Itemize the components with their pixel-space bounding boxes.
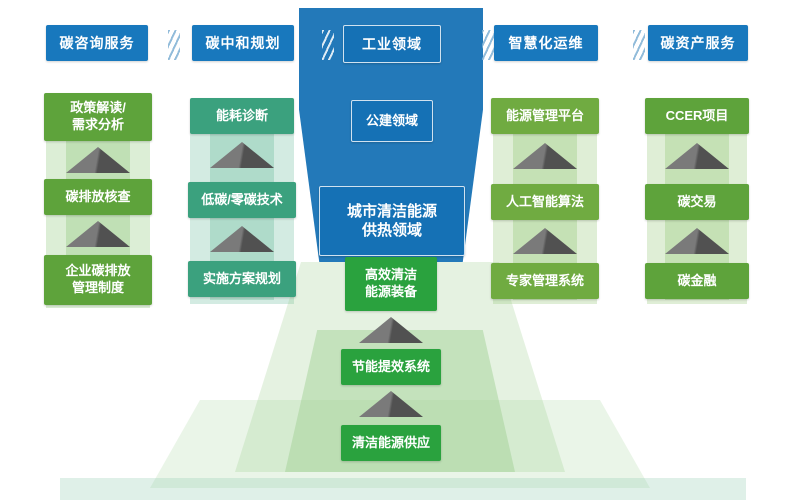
node-energy-saving-system: 节能提效系统 bbox=[341, 349, 441, 385]
node-policy-demand-analysis: 政策解读/ 需求分析 bbox=[44, 93, 152, 141]
node-clean-energy-supply: 清洁能源供应 bbox=[341, 425, 441, 461]
node-carbon-trading: 碳交易 bbox=[645, 184, 749, 220]
column-header-planning: 碳中和规划 bbox=[192, 25, 294, 61]
node-implementation-planning: 实施方案规划 bbox=[188, 261, 296, 297]
node-carbon-finance: 碳金融 bbox=[645, 263, 749, 299]
node-urban-clean-heating-domain: 城市清洁能源 供热领域 bbox=[319, 186, 465, 256]
node-public-building-domain: 公建领域 bbox=[351, 100, 433, 142]
stripes-decoration-icon bbox=[482, 30, 494, 60]
node-low-zero-carbon-tech: 低碳/零碳技术 bbox=[188, 182, 296, 218]
node-enterprise-carbon-management: 企业碳排放 管理制度 bbox=[44, 255, 152, 305]
base-band-shape bbox=[60, 478, 746, 500]
stripes-decoration-icon bbox=[168, 30, 180, 60]
node-energy-diagnosis: 能耗诊断 bbox=[190, 98, 294, 134]
node-expert-management-system: 专家管理系统 bbox=[491, 263, 599, 299]
column-header-industry: 工业领域 bbox=[343, 25, 441, 63]
node-ccer-project: CCER项目 bbox=[645, 98, 749, 134]
column-header-consulting: 碳咨询服务 bbox=[46, 25, 148, 61]
column-header-operation: 智慧化运维 bbox=[494, 25, 598, 61]
node-carbon-emission-verification: 碳排放核查 bbox=[44, 179, 152, 215]
stripes-decoration-icon bbox=[633, 30, 645, 60]
column-header-asset: 碳资产服务 bbox=[648, 25, 748, 61]
node-clean-energy-equipment: 高效清洁 能源装备 bbox=[345, 257, 437, 311]
node-ai-algorithm: 人工智能算法 bbox=[491, 184, 599, 220]
stripes-decoration-icon bbox=[322, 30, 334, 60]
node-energy-management-platform: 能源管理平台 bbox=[491, 98, 599, 134]
